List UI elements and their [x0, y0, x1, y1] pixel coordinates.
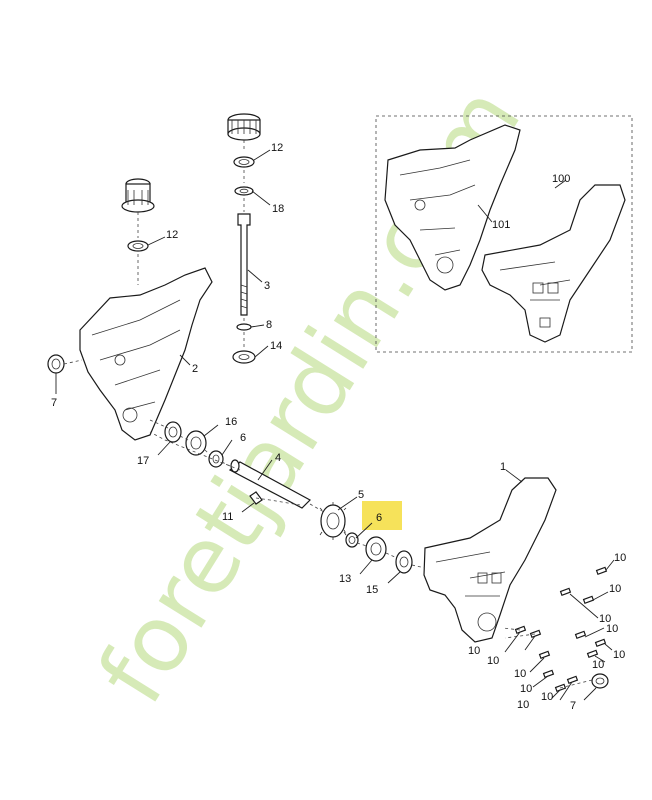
assembly-lines [63, 140, 593, 689]
washer-18 [234, 186, 254, 196]
label-12-top: 12 [271, 142, 283, 154]
label-5: 5 [358, 489, 364, 501]
housing-half-101 [384, 124, 521, 291]
screw [559, 587, 572, 597]
gear-5 [319, 502, 347, 540]
label-10: 10 [599, 613, 611, 625]
label-2: 2 [192, 363, 198, 375]
screw [594, 638, 607, 648]
washer-8 [236, 323, 252, 331]
highlight-box-6 [362, 501, 402, 530]
label-10: 10 [514, 668, 526, 680]
screw [582, 595, 595, 605]
label-6-highlighted: 6 [376, 512, 382, 524]
label-16: 16 [225, 416, 237, 428]
label-4: 4 [275, 452, 281, 464]
label-10: 10 [613, 649, 625, 661]
bearing-13 [365, 536, 387, 562]
label-17: 17 [137, 455, 149, 467]
label-10: 10 [614, 552, 626, 564]
label-15: 15 [366, 584, 378, 596]
screw [542, 669, 555, 679]
leader-lines [55, 149, 615, 701]
screw [529, 629, 542, 639]
label-7-left: 7 [51, 397, 57, 409]
bearing-14 [232, 350, 256, 364]
bearing-16 [185, 430, 207, 456]
label-10: 10 [592, 659, 604, 671]
washer-15 [395, 550, 413, 574]
gear-top [227, 113, 261, 141]
screws-10 [514, 566, 608, 693]
pin-11 [249, 491, 263, 505]
label-6-left: 6 [240, 432, 246, 444]
housing-2 [79, 267, 213, 441]
label-10: 10 [606, 623, 618, 635]
seal-7-right [591, 673, 609, 689]
part-labels: 12 18 12 3 8 14 2 7 16 6 17 4 11 5 6 13 … [51, 142, 626, 712]
bearing-12-left [127, 240, 149, 252]
label-14: 14 [270, 340, 282, 352]
label-10: 10 [541, 691, 553, 703]
label-10: 10 [468, 645, 480, 657]
screw [595, 566, 608, 576]
label-1: 1 [500, 461, 506, 473]
shaft-3 [237, 213, 251, 316]
label-7-right: 7 [570, 700, 576, 712]
cover-100 [481, 184, 626, 343]
label-10: 10 [520, 683, 532, 695]
bearing-12-top [233, 156, 255, 168]
washer-17 [164, 421, 182, 443]
label-18: 18 [272, 203, 284, 215]
screw [538, 650, 551, 660]
ring-6-right [345, 532, 359, 548]
label-3: 3 [264, 280, 270, 292]
seal-7-left [47, 354, 65, 374]
label-10: 10 [609, 583, 621, 595]
axle-4 [228, 459, 311, 509]
screw [586, 649, 599, 659]
label-10: 10 [517, 699, 529, 711]
screw [574, 630, 587, 640]
ring-6-left [208, 450, 224, 468]
screw [566, 675, 579, 685]
screw [514, 625, 527, 635]
label-101: 101 [492, 219, 510, 231]
label-10: 10 [487, 655, 499, 667]
housing-1 [423, 477, 557, 643]
label-100: 100 [552, 173, 570, 185]
inset-box [375, 115, 633, 353]
gear-left [121, 178, 155, 213]
label-11: 11 [222, 511, 233, 523]
label-13: 13 [339, 573, 351, 585]
label-8: 8 [266, 319, 272, 331]
label-12-left: 12 [166, 229, 178, 241]
